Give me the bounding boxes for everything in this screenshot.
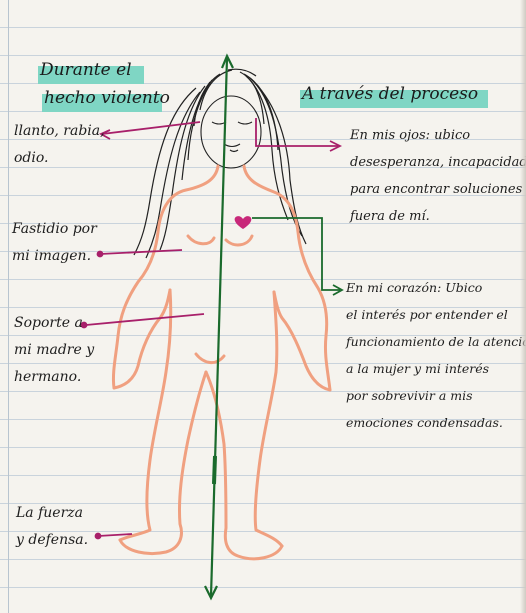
- page-edge-shadow: [520, 0, 526, 613]
- note-line: el interés por entender el: [346, 301, 526, 328]
- note-heart-right: En mi corazón: Ubico el interés por ente…: [346, 274, 526, 436]
- note-line: mi imagen.: [12, 243, 97, 270]
- heading-right: A través del proceso: [302, 84, 478, 104]
- note-line: desesperanza, incapacidad: [350, 149, 526, 176]
- vertical-axis-arrow: [205, 56, 233, 598]
- note-line: fuera de mí.: [350, 203, 526, 230]
- note-foot-left: La fuerza y defensa.: [16, 500, 88, 554]
- heading-left-line1: Durante el: [40, 60, 132, 80]
- note-line: emociones condensadas.: [346, 409, 526, 436]
- note-line: Fastidio por: [12, 216, 97, 243]
- heading-left-line2: hecho violento: [44, 88, 170, 108]
- note-line: por sobrevivir a mis: [346, 382, 526, 409]
- note-line: En mis ojos: ubico: [350, 122, 526, 149]
- note-line: hermano.: [14, 364, 94, 391]
- note-chest-left: Fastidio por mi imagen.: [12, 216, 97, 270]
- note-arm-left: Soporte a mi madre y hermano.: [14, 310, 94, 391]
- note-line: En mi corazón: Ubico: [346, 274, 526, 301]
- heart-icon: [235, 216, 252, 229]
- note-line: Soporte a: [14, 310, 94, 337]
- note-line: mi madre y: [14, 337, 94, 364]
- note-line: para encontrar soluciones: [350, 176, 526, 203]
- note-line: y defensa.: [16, 527, 88, 554]
- note-eyes-right: En mis ojos: ubico desesperanza, incapac…: [350, 122, 526, 230]
- note-line: odio.: [14, 145, 105, 172]
- face: [201, 96, 261, 168]
- note-line: La fuerza: [16, 500, 88, 527]
- note-line: a la mujer y mi interés: [346, 355, 526, 382]
- note-line: llanto, rabia,: [14, 118, 105, 145]
- note-line: funcionamiento de la atención: [346, 328, 526, 355]
- note-face-left: llanto, rabia, odio.: [14, 118, 105, 172]
